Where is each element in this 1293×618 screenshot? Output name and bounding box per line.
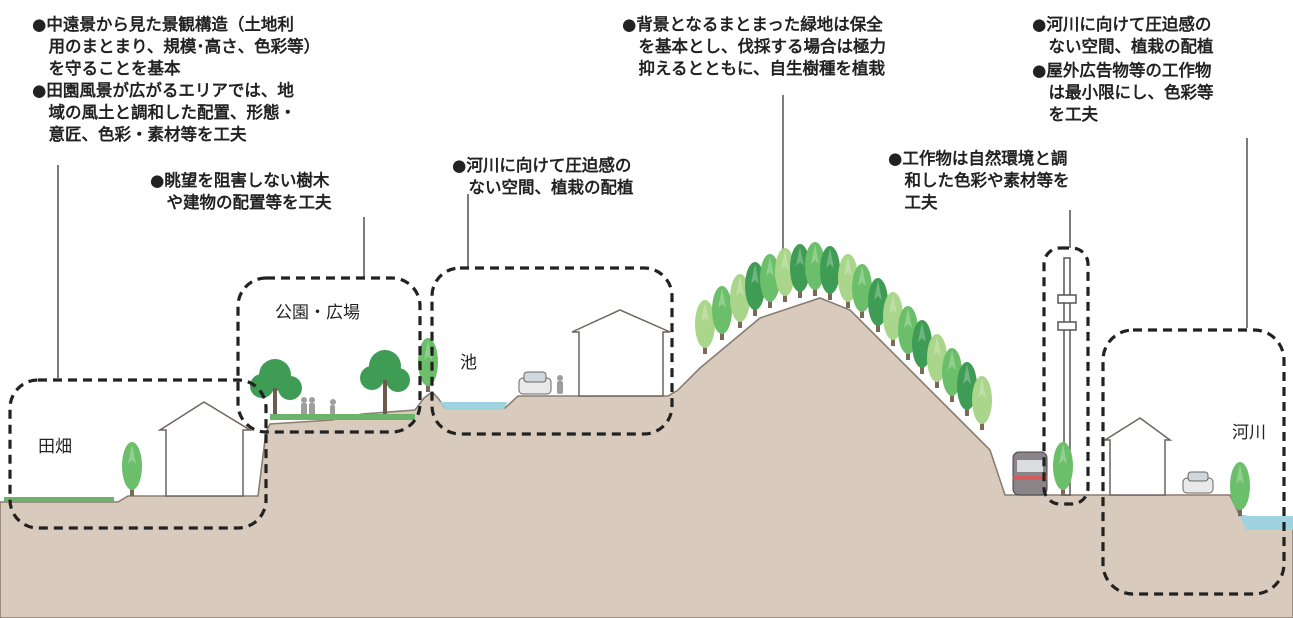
note-river-space-right: ●河川に向けて圧迫感の ない空間、植栽の配植 bbox=[1032, 15, 1214, 56]
zone-label-park: 公園・広場 bbox=[275, 303, 360, 323]
house-icon bbox=[1102, 417, 1173, 496]
note-river-space-left: ●河川に向けて圧迫感の ない空間、植栽の配植 bbox=[452, 156, 634, 197]
zone-label-river: 河川 bbox=[1232, 423, 1266, 443]
field-crop-strip bbox=[4, 497, 114, 502]
utility-pole-icon bbox=[1057, 257, 1077, 496]
house-icon bbox=[157, 401, 253, 497]
note-outdoor-ads: ●屋外広告物等の工作物 は最小限にし、色彩等 を工夫 bbox=[1032, 61, 1214, 124]
ground-profile bbox=[0, 297, 1293, 618]
person-icon bbox=[301, 375, 563, 416]
zone-pond-box bbox=[430, 266, 674, 436]
note-landscape-structure: ●中遠景から見た景観構造（土地利 用のまとまり、規模･高さ、色彩等） を守ること… bbox=[32, 15, 321, 78]
zone-park-box bbox=[236, 276, 422, 434]
zone-field-box bbox=[8, 378, 268, 530]
note-green-conservation: ●背景となるまとまった緑地は保全 を基本とし、伐採する場合は極力 抑えるとともに… bbox=[622, 15, 886, 78]
car-icon bbox=[1182, 471, 1214, 494]
leader-lines bbox=[57, 95, 1248, 378]
house-icon bbox=[571, 309, 671, 397]
tree-icon bbox=[360, 350, 410, 414]
tree-icon bbox=[122, 442, 142, 496]
car-icon bbox=[518, 371, 552, 395]
note-view-obstruction: ●眺望を阻害しない樹木 や建物の配置等を工夫 bbox=[150, 171, 332, 212]
zone-river-box bbox=[1101, 328, 1286, 596]
train-icon bbox=[1012, 451, 1048, 496]
park-grass bbox=[270, 414, 415, 420]
tree-icon bbox=[250, 359, 302, 418]
note-rural-area: ●田園風景が広がるエリアでは、地 域の風土と調和した配置、形態・ 意匠、色彩・素… bbox=[32, 81, 296, 144]
note-structures-color: ●工作物は自然環境と調 和した色彩や素材等を 工夫 bbox=[888, 149, 1070, 212]
pond-water bbox=[440, 402, 508, 410]
zone-label-pond: 池 bbox=[460, 353, 477, 373]
zone-pole-box bbox=[1042, 246, 1090, 506]
river-water bbox=[1240, 516, 1293, 530]
zone-label-field: 田畑 bbox=[38, 437, 72, 457]
